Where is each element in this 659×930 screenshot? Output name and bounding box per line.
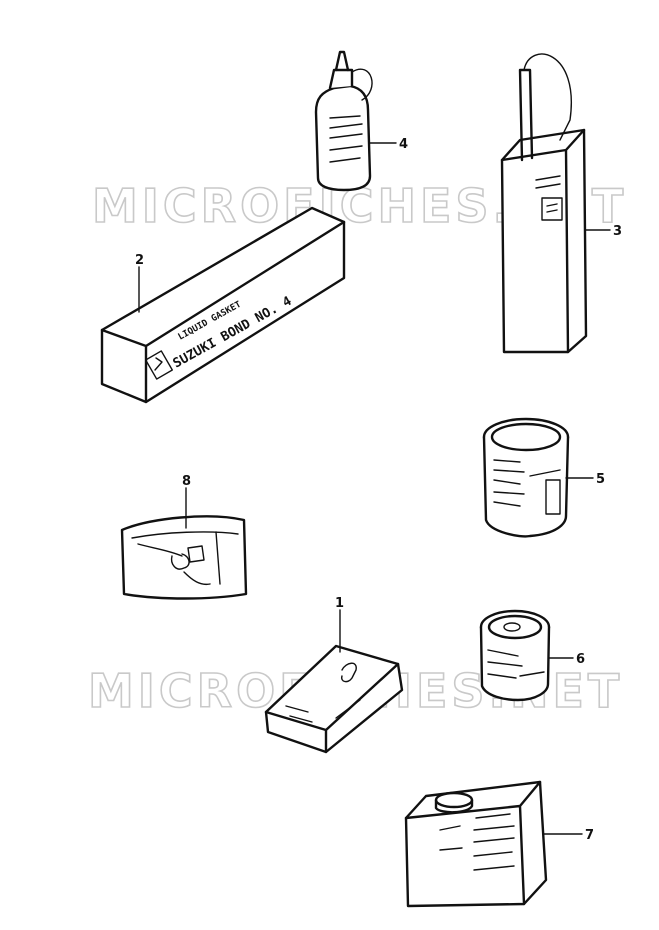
part-4-oil-bottle	[314, 50, 373, 192]
part-3-tin-can	[500, 53, 588, 354]
part-7-oil-can	[404, 780, 548, 908]
callout-4: 4	[399, 137, 408, 152]
callout-8: 8	[182, 474, 191, 489]
part-1-grease-pack	[264, 644, 404, 754]
callout-6: 6	[576, 652, 585, 667]
callout-1: 1	[335, 596, 344, 611]
callout-5: 5	[596, 472, 605, 487]
part-6-small-tin	[479, 609, 551, 702]
callout-7: 7	[585, 828, 594, 843]
callout-2: 2	[135, 253, 144, 268]
callout-3: 3	[613, 224, 622, 239]
part-8-pouch	[120, 515, 248, 600]
part-5-cylinder-can	[482, 417, 570, 538]
